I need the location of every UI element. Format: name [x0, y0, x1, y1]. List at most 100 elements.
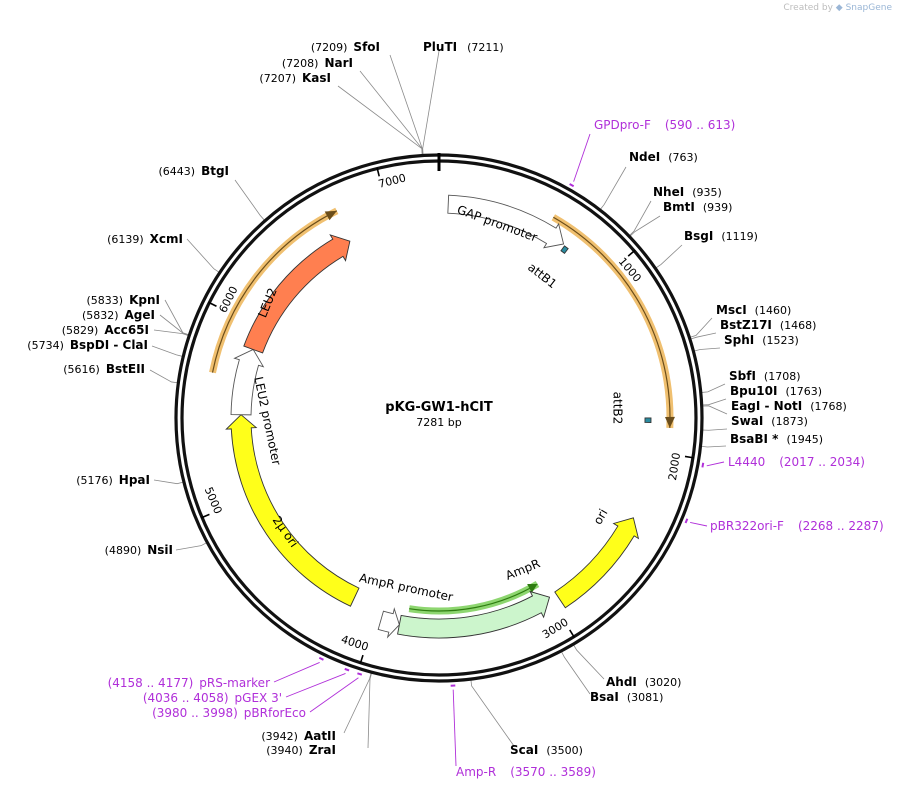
primer-name-gpdpro-f[interactable]: GPDpro-F	[594, 118, 651, 132]
feature-ampr[interactable]	[397, 590, 551, 639]
enzyme-position-agei: (5832)	[82, 309, 119, 322]
enzyme-position-bstz17i: (1468)	[780, 319, 817, 332]
enzyme-leader-nsii	[175, 542, 208, 551]
primer-name-amp-r[interactable]: Amp-R	[456, 765, 496, 779]
primer-mark-gpdpro-f	[569, 183, 575, 188]
enzyme-name-zrai[interactable]: ZraI	[309, 743, 336, 757]
feature-leu2-promoter[interactable]	[230, 348, 265, 416]
primer-range-pbrforeco: (3980 .. 3998)	[152, 706, 238, 720]
leader-lines	[149, 50, 728, 767]
primer-range-l4440: (2017 .. 2034)	[779, 455, 865, 469]
feature-label-leu2-promoter: LEU2 promoter	[251, 375, 283, 466]
enzyme-name-agei[interactable]: AgeI	[125, 308, 155, 322]
enzyme-name-bpu10i[interactable]: Bpu10I	[730, 384, 777, 398]
enzyme-position-nhei: (935)	[692, 186, 722, 199]
enzyme-name-bmti[interactable]: BmtI	[663, 200, 695, 214]
enzyme-leader-bmti	[629, 215, 661, 238]
enzyme-position-bsteii: (5616)	[63, 363, 100, 376]
enzyme-name-sphi[interactable]: SphI	[724, 333, 754, 347]
enzyme-leader-hpai	[153, 479, 184, 485]
orf-arrowhead	[527, 583, 538, 593]
enzyme-leader-btgi	[234, 179, 266, 222]
enzyme-name-bsgi[interactable]: BsgI	[684, 229, 713, 243]
primer-name-pbr322ori-f[interactable]: pBR322ori-F	[710, 519, 784, 533]
enzyme-position-bspdi-clai: (5734)	[27, 339, 64, 352]
feature-attb2[interactable]	[644, 417, 652, 423]
primer-leader-l4440	[706, 461, 725, 467]
enzyme-name-btgi[interactable]: BtgI	[201, 164, 229, 178]
enzyme-name-aatii[interactable]: AatII	[304, 729, 336, 743]
feature-ori[interactable]	[554, 517, 640, 609]
enzyme-name-sbfi[interactable]: SbfI	[729, 369, 756, 383]
enzyme-name-sfoi[interactable]: SfoI	[353, 40, 380, 54]
feature-ampr-promoter[interactable]	[377, 607, 400, 639]
primer-name-prs-marker[interactable]: pRS-marker	[199, 676, 270, 690]
feature-label-attb1: attB1	[525, 260, 559, 291]
enzyme-position-zrai: (3940)	[266, 744, 303, 757]
enzyme-name-nari[interactable]: NarI	[324, 56, 353, 70]
enzyme-name-xcmi[interactable]: XcmI	[150, 232, 183, 246]
tick-mark-4000	[359, 654, 364, 664]
tick-mark-1000	[627, 249, 636, 257]
plasmid-name: pKG-GW1-hCIT	[385, 400, 493, 415]
primer-name-pgex-3[interactable]: pGEX 3'	[235, 691, 282, 705]
enzyme-name-nhei[interactable]: NheI	[653, 185, 684, 199]
enzyme-leader-sbfi	[700, 383, 726, 393]
plasmid-length: 7281 bp	[416, 416, 461, 429]
enzyme-position-scai: (3500)	[546, 744, 583, 757]
feature-label-ampr-promoter: AmpR promoter	[358, 571, 454, 605]
credit-prefix: Created by	[783, 3, 833, 13]
primer-leader-pgex-3	[285, 673, 346, 698]
enzyme-name-ndei[interactable]: NdeI	[629, 150, 660, 164]
tick-mark-6000	[208, 301, 217, 307]
primer-range-gpdpro-f: (590 .. 613)	[665, 118, 735, 132]
feature-leu2[interactable]	[243, 234, 351, 354]
enzyme-leader-bstz17i	[689, 332, 717, 340]
enzyme-leader-bspdi-clai	[151, 345, 184, 357]
tick-mark-3000	[569, 629, 576, 639]
feature-2-ori[interactable]	[225, 414, 360, 607]
snapgene-logo-icon: ◆	[835, 3, 843, 13]
primer-leader-pbr322ori-f	[690, 522, 708, 527]
feature-gap-promoter[interactable]	[447, 194, 565, 249]
feature-attb1[interactable]	[560, 245, 569, 255]
enzyme-name-bsai[interactable]: BsaI	[590, 690, 619, 704]
primer-range-prs-marker: (4158 .. 4177)	[108, 676, 194, 690]
enzyme-position-acc65i: (5829)	[62, 324, 99, 337]
enzyme-leader-pluti	[422, 50, 440, 156]
enzyme-position-sfoi: (7209)	[311, 41, 348, 54]
enzyme-name-acc65i[interactable]: Acc65I	[104, 323, 149, 337]
enzyme-name-kpni[interactable]: KpnI	[129, 293, 160, 307]
enzyme-position-ndei: (763)	[668, 151, 698, 164]
enzyme-leader-bsteii	[149, 369, 179, 384]
enzyme-name-bstz17i[interactable]: BstZ17I	[720, 318, 772, 332]
enzyme-position-hpai: (5176)	[76, 474, 113, 487]
enzyme-name-pluti[interactable]: PluTI	[423, 40, 457, 54]
enzyme-leader-msci	[689, 317, 713, 338]
primer-mark-pbr322ori-f	[684, 518, 689, 524]
enzyme-name-bspdi-clai[interactable]: BspDI - ClaI	[70, 338, 148, 352]
enzyme-name-nsii[interactable]: NsiI	[147, 543, 173, 557]
enzyme-name-bsteii[interactable]: BstEII	[106, 362, 145, 376]
tick-mark-7000	[376, 167, 380, 177]
enzyme-leader-bsabi	[700, 445, 727, 448]
enzyme-position-nsii: (4890)	[105, 544, 142, 557]
orf-arcs	[209, 207, 675, 615]
enzyme-name-bsabi[interactable]: BsaBI *	[730, 432, 779, 446]
primer-name-l4440[interactable]: L4440	[728, 455, 765, 469]
enzyme-leader-ndei	[599, 166, 627, 211]
tick-mark-2000	[684, 455, 695, 459]
enzyme-name-kasi[interactable]: KasI	[302, 71, 331, 85]
enzyme-name-ahdi[interactable]: AhdI	[606, 675, 637, 689]
tick-mark-5000	[200, 513, 210, 519]
enzyme-name-eagi-noti[interactable]: EagI - NotI	[731, 399, 802, 413]
tick-label-5000: 5000	[202, 485, 225, 516]
enzyme-name-scai[interactable]: ScaI	[510, 743, 538, 757]
enzyme-name-hpai[interactable]: HpaI	[119, 473, 150, 487]
feature-label-ampr: AmpR	[504, 556, 542, 582]
enzyme-name-msci[interactable]: MscI	[716, 303, 747, 317]
enzyme-name-swai[interactable]: SwaI	[731, 414, 763, 428]
primer-name-pbrforeco[interactable]: pBRforEco	[244, 706, 306, 720]
enzyme-leader-ahdi	[572, 643, 605, 680]
